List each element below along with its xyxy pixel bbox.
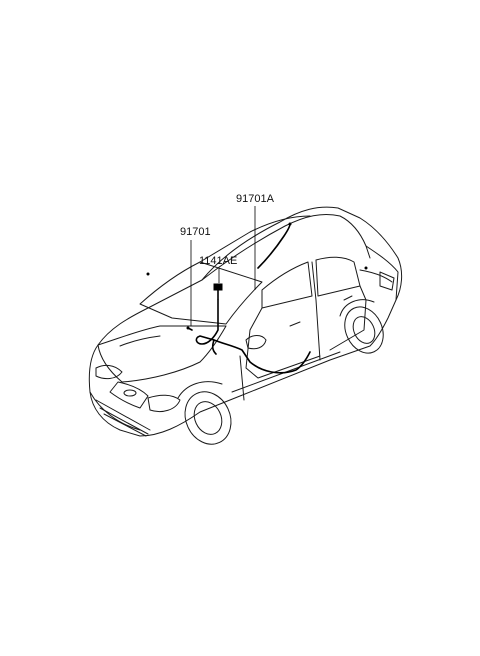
front-side-window (261, 261, 313, 309)
callout-91701: 91701 (180, 226, 211, 238)
wiring-harness (195, 299, 311, 374)
windshield (139, 261, 263, 325)
rear-wheel (344, 306, 384, 354)
callout-91701A: 91701A (236, 193, 274, 205)
headlamp-right (147, 394, 181, 413)
trunk (365, 245, 399, 301)
bolt-part (213, 283, 223, 300)
front-wheel (184, 391, 232, 445)
clip-markers (146, 222, 368, 330)
side-mirror (245, 335, 267, 350)
front-door-line (245, 307, 321, 379)
rear-side-window (315, 256, 361, 297)
roof-outline (201, 213, 371, 281)
callout-1141AE: 1141AE (199, 255, 238, 267)
roof-antenna-lead (257, 223, 291, 269)
rear-door-line (329, 285, 367, 351)
headlamp-left (95, 364, 123, 380)
front-bumper (89, 391, 141, 431)
hood (97, 325, 227, 383)
front-grille (109, 381, 149, 409)
front-emblem (123, 389, 137, 397)
car-body-outline (88, 206, 403, 437)
